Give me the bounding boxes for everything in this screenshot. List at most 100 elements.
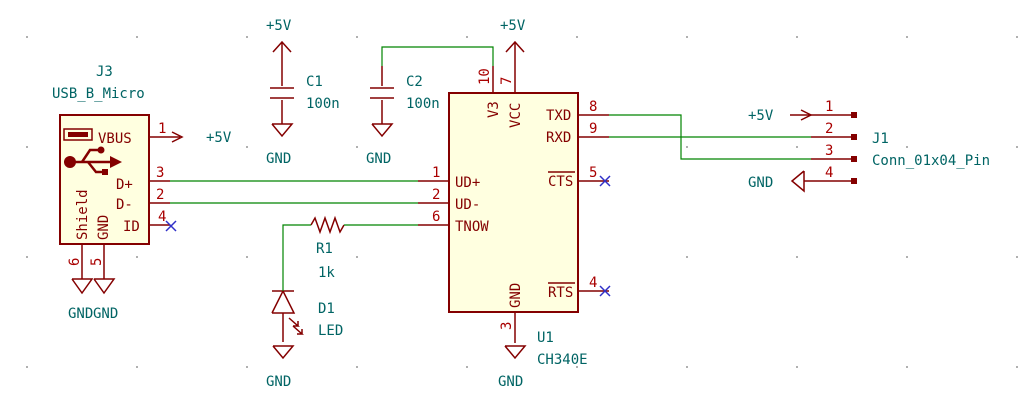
j3-gnd-label-1: GND (68, 306, 93, 322)
grid-dot (246, 146, 248, 148)
u1-rts-no-connect-marker (599, 285, 611, 297)
u1-pin-number-udp: 1 (432, 165, 440, 181)
grid-dot (686, 366, 688, 368)
u1-pin-name-udp: UD+ (455, 175, 480, 191)
u1-pin-name-v3: V3 (486, 101, 502, 118)
grid-dot (686, 146, 688, 148)
u1-pin-number-cts: 5 (589, 165, 597, 181)
j3-pin-name-dplus: D+ (116, 177, 133, 193)
grid-dot (136, 36, 138, 38)
capacitor-c1[interactable]: +5V C1 100n GND (266, 18, 340, 167)
vbus-power-symbol[interactable]: +5V (171, 130, 232, 146)
grid-dot (356, 366, 358, 368)
u1-pin-name-vcc: VCC (508, 103, 524, 128)
grid-dot (246, 366, 248, 368)
c1-value: 100n (306, 96, 340, 112)
u1-pin-name-tnow: TNOW (455, 219, 489, 235)
u1-pin-name-rts: RTS (548, 285, 573, 301)
resistor-r1[interactable]: R1 1k (310, 215, 345, 281)
j3-value: USB_B_Micro (52, 86, 145, 102)
u1-pin-number-txd: 8 (589, 99, 597, 115)
wire-c2-to-v3[interactable] (381, 46, 494, 66)
grid-dot (356, 146, 358, 148)
grid-dot (1016, 146, 1018, 148)
grid-dot (26, 146, 28, 148)
j3-pin-name-vbus: VBUS (98, 131, 132, 147)
j1-power-symbol[interactable]: +5V (748, 108, 813, 124)
grid-dot (26, 36, 28, 38)
u1-cts-no-connect-marker (599, 175, 611, 187)
j3-pin-number-id: 4 (158, 209, 166, 225)
c1-reference: C1 (306, 74, 323, 90)
grid-dot (246, 36, 248, 38)
u1-pin-name-rxd: RXD (546, 130, 571, 146)
led-emission-arrow-1 (288, 317, 300, 327)
c2-gnd-symbol (371, 123, 394, 138)
grid-dot (906, 36, 908, 38)
grid-dot (1016, 256, 1018, 258)
j1-pin-number-1: 1 (825, 99, 833, 115)
u1-pin-number-udm: 2 (432, 187, 440, 203)
ic-u1[interactable]: 10 7 V3 VCC +5V 1 2 6 UD+ UD- TNOW 8 9 5… (418, 18, 611, 390)
j3-id-no-connect-marker (165, 220, 177, 232)
led-d1[interactable]: D1 LED GND (266, 289, 343, 390)
u1-pin-number-v3: 10 (477, 68, 493, 85)
j3-reference: J3 (96, 64, 113, 80)
u1-pin-number-rts: 4 (589, 275, 597, 291)
grid-dot (796, 366, 798, 368)
j1-gnd-symbol[interactable]: GND (748, 170, 811, 193)
vbus-power-label: +5V (206, 130, 232, 146)
u1-pin-name-cts: CTS (548, 174, 573, 190)
grid-dot (906, 366, 908, 368)
grid-dot (796, 36, 798, 38)
j1-pin-number-4: 4 (825, 165, 833, 181)
wire-led-to-r1[interactable] (282, 224, 311, 291)
capacitor-c2[interactable]: C2 100n GND (366, 66, 440, 167)
j1-reference: J1 (872, 131, 889, 147)
j1-pin-number-3: 3 (825, 143, 833, 159)
c1-gnd-symbol (271, 123, 294, 138)
led-emission-arrow-2 (292, 325, 304, 335)
grid-dot (356, 256, 358, 258)
connector-j1[interactable]: 1 2 3 4 J1 Conn_01x04_Pin (811, 99, 990, 184)
u1-pin-name-txd: TXD (546, 108, 571, 124)
j3-pin-name-id: ID (123, 219, 140, 235)
grid-dot (136, 366, 138, 368)
grid-dot (1016, 366, 1018, 368)
grid-dot (686, 36, 688, 38)
j3-pin-number-vbus: 1 (158, 121, 166, 137)
d1-value: LED (318, 323, 343, 339)
grid-dot (466, 36, 468, 38)
connector-j3[interactable]: J3 USB_B_Micro VBUS D+ D- ID Shield GND (52, 64, 180, 273)
j3-pin-number-shield: 6 (67, 258, 83, 266)
d1-gnd-symbol (272, 345, 295, 360)
schematic-grid (26, 36, 1018, 368)
j3-pin-name-gnd: GND (96, 215, 112, 240)
j3-pin-number-gnd: 5 (89, 258, 105, 266)
u1-power-arrow (505, 40, 525, 53)
c2-reference: C2 (406, 74, 423, 90)
c2-value: 100n (406, 96, 440, 112)
u1-gnd-symbol (504, 345, 527, 360)
grid-dot (466, 366, 468, 368)
j1-value: Conn_01x04_Pin (872, 153, 990, 169)
c2-gnd-label: GND (366, 151, 391, 167)
j1-pin-number-2: 2 (825, 121, 833, 137)
grid-dot (26, 256, 28, 258)
r1-value: 1k (318, 265, 335, 281)
grid-dot (576, 366, 578, 368)
u1-gnd-label: GND (498, 374, 523, 390)
r1-reference: R1 (316, 241, 333, 257)
u1-value: CH340E (537, 352, 588, 368)
d1-reference: D1 (318, 301, 335, 317)
grid-dot (796, 146, 798, 148)
j3-gnd-symbol-gnd[interactable] (93, 273, 116, 295)
grid-dot (576, 36, 578, 38)
grid-dot (26, 366, 28, 368)
u1-body (448, 92, 579, 313)
grid-dot (356, 36, 358, 38)
j3-gnd-label-2: GND (93, 306, 118, 322)
j1-power-label: +5V (748, 108, 774, 124)
j3-gnd-symbol-shield[interactable] (71, 273, 94, 295)
